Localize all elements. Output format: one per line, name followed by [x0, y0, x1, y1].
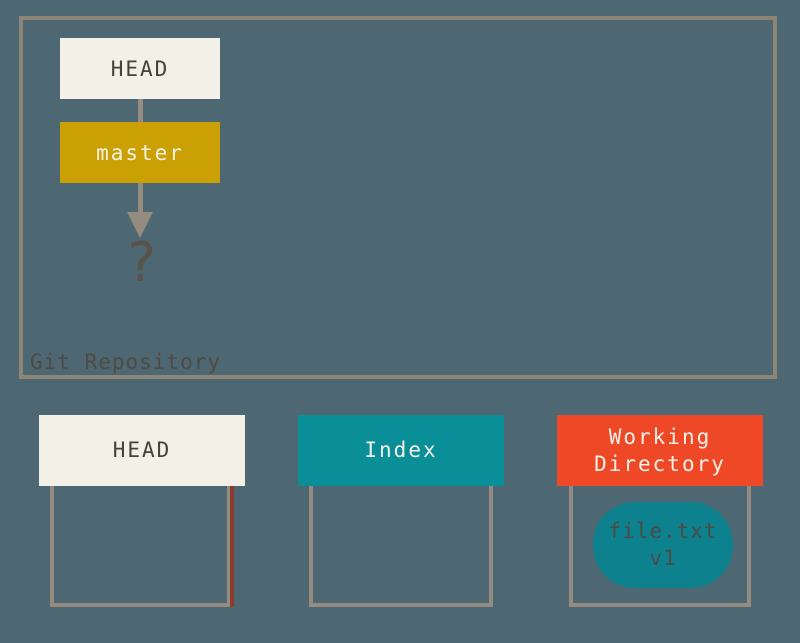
index-area-label: Index: [364, 438, 438, 463]
head-area-label: HEAD: [112, 438, 172, 463]
working-directory-container: file.txt v1: [569, 486, 751, 607]
head-node-label: HEAD: [110, 56, 170, 81]
working-directory-header: Working Directory: [557, 415, 763, 486]
working-directory-label: Working Directory: [594, 425, 726, 476]
file-blob-name: file.txt: [608, 518, 718, 543]
git-repository-box: HEAD master ? Git Repository: [19, 16, 777, 379]
head-area-container: [50, 486, 231, 607]
master-branch-label: master: [96, 140, 184, 165]
unknown-commit-question-mark: ?: [124, 231, 158, 294]
file-blob: file.txt v1: [593, 502, 733, 588]
master-pointer-arrow-head-icon: [127, 212, 153, 238]
index-area-container: [309, 486, 493, 607]
index-area-header: Index: [298, 415, 504, 486]
file-blob-version: v1: [649, 546, 677, 570]
head-node: HEAD: [60, 38, 220, 99]
head-area-header: HEAD: [39, 415, 245, 486]
master-branch-node: master: [60, 122, 220, 183]
head-to-master-connector: [138, 99, 143, 122]
master-pointer-arrow-stem: [138, 183, 143, 214]
repo-box-label: Git Repository: [30, 350, 222, 374]
head-container-red-edge: [230, 486, 234, 607]
